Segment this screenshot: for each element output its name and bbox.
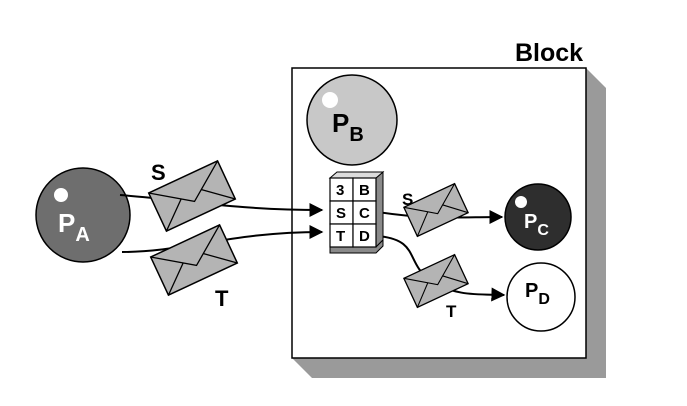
- message-s-out-label: S: [402, 190, 413, 209]
- process-c: PC: [504, 183, 572, 251]
- envelope-icon: [402, 182, 470, 238]
- routing-table-cells: [329, 177, 377, 248]
- table-cell: [352, 223, 377, 248]
- process-a-circle: [35, 167, 131, 263]
- table-cell-text: B: [359, 182, 370, 199]
- envelope-s-out: [402, 182, 470, 238]
- process-b-highlight: [322, 92, 338, 108]
- table-cell-text: D: [359, 228, 370, 245]
- process-b: PB: [306, 74, 398, 166]
- message-t-out-label: T: [446, 302, 457, 321]
- routing-table-top: [328, 171, 385, 179]
- envelope-icon: [149, 223, 239, 297]
- envelope-icon: [147, 159, 237, 233]
- table-cell-text: C: [359, 205, 370, 222]
- process-a-label: PA: [58, 208, 90, 246]
- process-d-label: PD: [525, 280, 550, 308]
- routing-table-side: [375, 170, 384, 249]
- process-d-circle: [506, 262, 576, 332]
- process-c-highlight: [515, 196, 527, 208]
- process-c-label: PC: [524, 211, 549, 239]
- envelope-t-out: [402, 253, 470, 309]
- envelope-t-in: [149, 223, 239, 297]
- process-b-circle: [306, 74, 398, 166]
- process-a: PA: [35, 167, 131, 263]
- envelope-s-in: [147, 159, 237, 233]
- message-t-in-label: T: [215, 286, 229, 311]
- message-s-in-label: S: [151, 160, 166, 185]
- table-cell-text: T: [336, 228, 345, 245]
- routing-table: 3 B S C T D: [328, 170, 385, 254]
- table-cell-text: S: [336, 205, 346, 222]
- process-a-highlight: [54, 188, 68, 202]
- table-cell-text: 3: [336, 182, 344, 199]
- envelope-icon: [402, 253, 470, 309]
- block-title: Block: [515, 39, 583, 67]
- process-d: PD: [506, 262, 576, 332]
- process-c-circle: [504, 183, 572, 251]
- process-b-label: PB: [332, 108, 364, 146]
